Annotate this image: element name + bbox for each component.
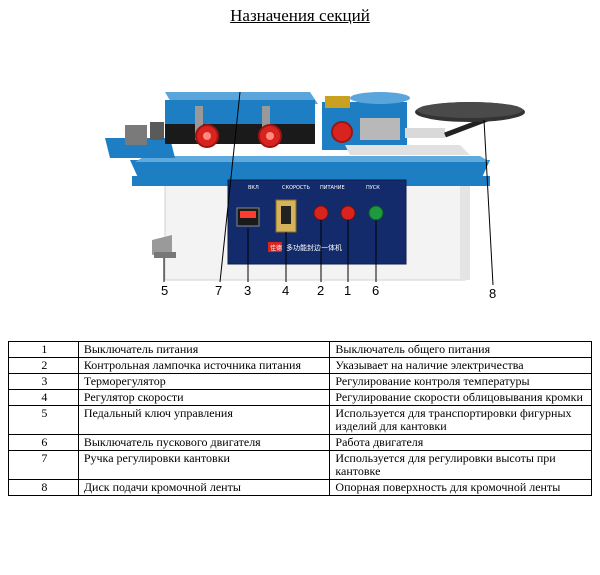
section-name: Педальный ключ управления	[77, 405, 331, 435]
section-name: Регулятор скорости	[77, 389, 331, 406]
brand-text: 多功能封边一体机	[286, 243, 342, 252]
callout-4: 4	[282, 283, 290, 298]
section-name: Выключатель пускового двигателя	[77, 434, 331, 451]
callout-6: 6	[372, 283, 380, 298]
table-row: 3 Терморегулятор Регулирование контроля …	[8, 373, 592, 390]
foot-pedal	[152, 235, 172, 255]
power-lamp-icon	[313, 205, 329, 221]
row-number: 7	[8, 450, 79, 480]
section-function: Регулирование контроля температуры	[329, 373, 592, 390]
feed-knob-icon	[331, 121, 353, 143]
brand-badge: 佳德	[270, 244, 282, 252]
section-name: Терморегулятор	[77, 373, 331, 390]
row-number: 6	[8, 434, 79, 451]
table-row: 7 Ручка регулировки кантовки Используетс…	[8, 450, 592, 480]
section-function: Используется для транспортировки фигурны…	[329, 405, 592, 435]
section-function: Выключатель общего питания	[329, 341, 592, 358]
machine-figure: ВКЛ СКОРОСТЬ ПИТАНИЕ ПУСК 佳德 多功能封边一体机 5 …	[0, 30, 600, 330]
panel-label-start: ПУСК	[366, 185, 380, 191]
callout-3: 3	[244, 283, 252, 298]
table-row: 4 Регулятор скорости Регулирование скоро…	[8, 389, 592, 406]
section-function: Работа двигателя	[329, 434, 592, 451]
table-row: 6 Выключатель пускового двигателя Работа…	[8, 434, 592, 451]
section-name: Ручка регулировки кантовки	[77, 450, 331, 480]
section-function: Указывает на наличие электричества	[329, 357, 592, 374]
page-title: Назначения секций	[230, 6, 370, 25]
callout-5: 5	[161, 283, 169, 298]
callout-8: 8	[489, 286, 497, 301]
table-row: 8 Диск подачи кромочной ленты Опорная по…	[8, 479, 592, 496]
power-switch-icon	[340, 205, 356, 221]
callout-7: 7	[215, 283, 223, 298]
callout-2: 2	[317, 283, 325, 298]
callout-1: 1	[344, 283, 352, 298]
panel-label-speed: СКОРОСТЬ	[282, 185, 310, 191]
section-name: Выключатель питания	[77, 341, 331, 358]
section-function: Регулирование скорости облицовывания кро…	[329, 389, 592, 406]
section-function: Используется для регулировки высоты при …	[329, 450, 592, 480]
section-name: Контрольная лампочка источника питания	[77, 357, 331, 374]
table-row: 1 Выключатель питания Выключатель общего…	[8, 341, 592, 358]
panel-label-power: ВКЛ	[248, 185, 259, 191]
panel-label-supply: ПИТАНИЕ	[320, 185, 345, 191]
section-name: Диск подачи кромочной ленты	[77, 479, 331, 496]
row-number: 2	[8, 357, 79, 374]
table-row: 2 Контрольная лампочка источника питания…	[8, 357, 592, 374]
row-number: 8	[8, 479, 79, 496]
row-number: 4	[8, 389, 79, 406]
sections-table: 1 Выключатель питания Выключатель общего…	[8, 341, 592, 496]
table-row: 5 Педальный ключ управления Используется…	[8, 405, 592, 435]
motor-start-button-icon	[368, 205, 384, 221]
row-number: 1	[8, 341, 79, 358]
section-function: Опорная поверхность для кромочной ленты	[329, 479, 592, 496]
row-number: 5	[8, 405, 79, 435]
row-number: 3	[8, 373, 79, 390]
infeed-plate	[105, 138, 175, 158]
edge-banding-machine-illustration: ВКЛ СКОРОСТЬ ПИТАНИЕ ПУСК 佳德 多功能封边一体机	[105, 91, 525, 286]
